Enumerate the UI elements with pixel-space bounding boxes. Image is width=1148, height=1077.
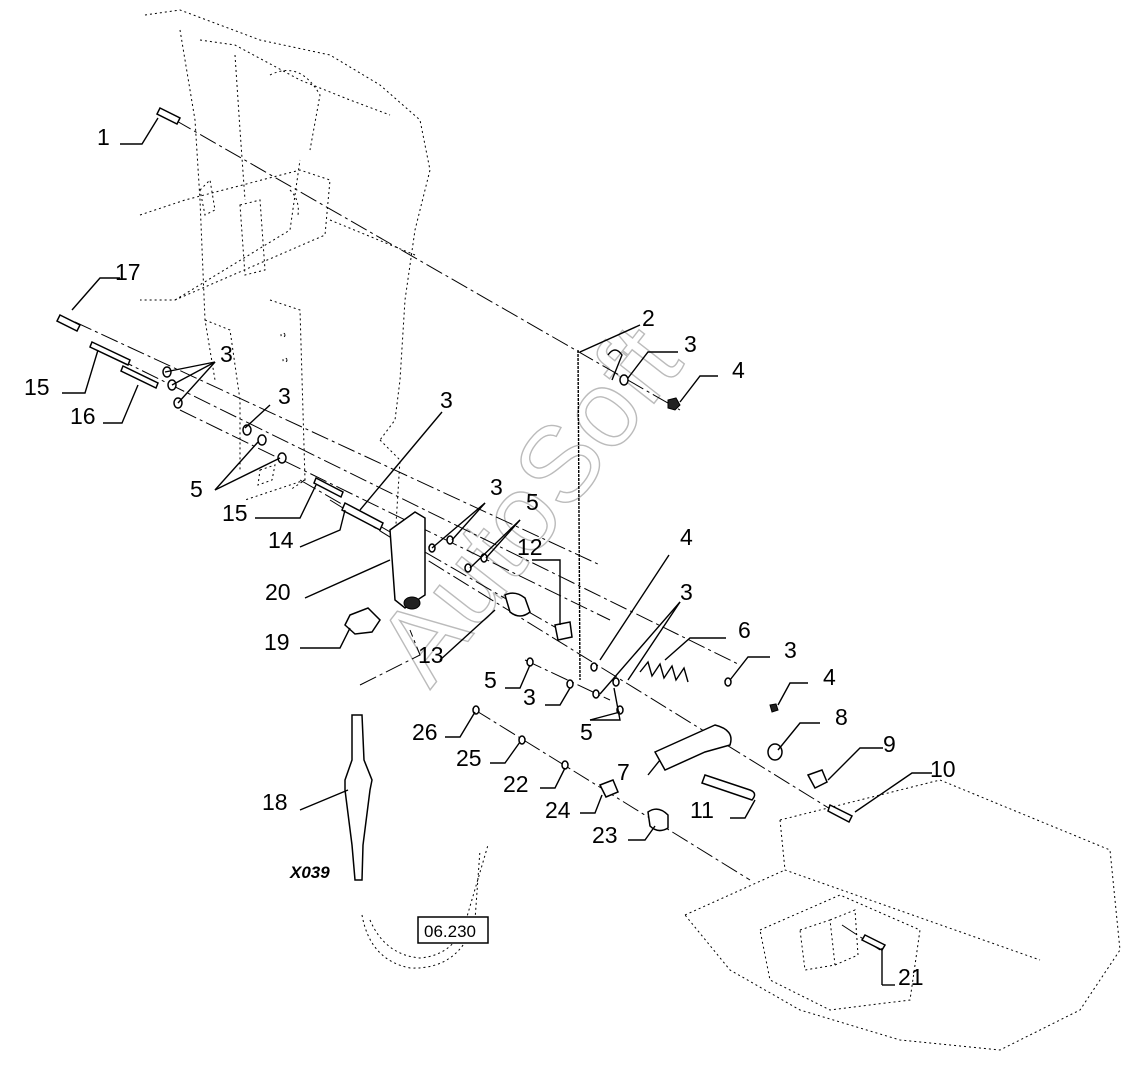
callout-12: 12 <box>517 534 543 560</box>
nut-9-icon <box>806 769 828 789</box>
callout-3: 3 <box>220 341 233 367</box>
callout-19: 19 <box>264 629 290 655</box>
bracket-20-icon <box>389 511 426 609</box>
callout-3: 3 <box>784 637 797 663</box>
callout-labels: 1 17 15 16 3 3 5 15 14 3 20 19 13 12 3 5… <box>24 124 956 990</box>
page-ref-box[interactable] <box>417 916 489 944</box>
callout-14: 14 <box>268 527 294 553</box>
housing-outline <box>684 779 1121 1051</box>
callout-26: 26 <box>412 719 438 745</box>
callout-6: 6 <box>738 617 751 643</box>
callout-3: 3 <box>523 684 536 710</box>
callout-4: 4 <box>823 664 836 690</box>
callout-15: 15 <box>24 374 50 400</box>
callout-15: 15 <box>222 500 248 526</box>
sleeve-13-icon <box>504 592 531 617</box>
pin-11-icon <box>701 774 756 801</box>
callout-20: 20 <box>265 579 291 605</box>
components <box>55 106 887 951</box>
callout-3: 3 <box>490 474 503 500</box>
bolt-21-icon <box>860 934 887 951</box>
callout-22: 22 <box>503 771 529 797</box>
roller-23-icon <box>647 808 669 832</box>
rod-16-icon <box>120 364 159 390</box>
callout-3: 3 <box>440 387 453 413</box>
pin-24-icon <box>598 779 619 798</box>
callout-2: 2 <box>642 305 655 331</box>
callout-8: 8 <box>835 704 848 730</box>
frame-outline <box>139 9 431 541</box>
cable-rod <box>577 349 623 681</box>
ref-code: X039 <box>289 863 330 882</box>
callout-4: 4 <box>732 357 745 383</box>
nut-19-icon <box>344 607 381 635</box>
bushing-12-icon <box>554 621 573 641</box>
spring-6-icon <box>639 660 689 683</box>
callout-16: 16 <box>70 403 96 429</box>
callout-13: 13 <box>418 642 444 668</box>
callout-11: 11 <box>690 797 714 823</box>
callout-4: 4 <box>680 524 693 550</box>
leader-lines <box>62 117 932 986</box>
lower-cable <box>361 844 489 969</box>
bolt-10-icon <box>827 803 854 824</box>
callout-10: 10 <box>930 756 956 782</box>
washer-8-icon <box>767 743 783 761</box>
callout-17: 17 <box>115 259 141 285</box>
callout-5: 5 <box>484 667 497 693</box>
lever-7-icon <box>653 724 732 771</box>
cable-18-icon <box>344 714 373 881</box>
callout-9: 9 <box>883 731 896 757</box>
stud-14-icon <box>341 501 384 532</box>
callout-25: 25 <box>456 745 482 771</box>
callout-3: 3 <box>680 579 693 605</box>
callout-21: 21 <box>898 964 924 990</box>
rod-15-icon <box>89 340 131 367</box>
callout-5: 5 <box>190 476 203 502</box>
bolt-1-icon <box>155 106 182 126</box>
callout-5: 5 <box>580 719 593 745</box>
callout-24: 24 <box>545 797 571 823</box>
callout-7: 7 <box>617 759 630 785</box>
callout-5: 5 <box>526 489 539 515</box>
bolt-17-icon <box>55 313 82 333</box>
page-ref-label: 06.230 <box>424 922 476 941</box>
callout-3: 3 <box>278 383 291 409</box>
callout-3: 3 <box>684 331 697 357</box>
callout-23: 23 <box>592 822 618 848</box>
callout-18: 18 <box>262 789 288 815</box>
callout-1: 1 <box>97 124 110 150</box>
